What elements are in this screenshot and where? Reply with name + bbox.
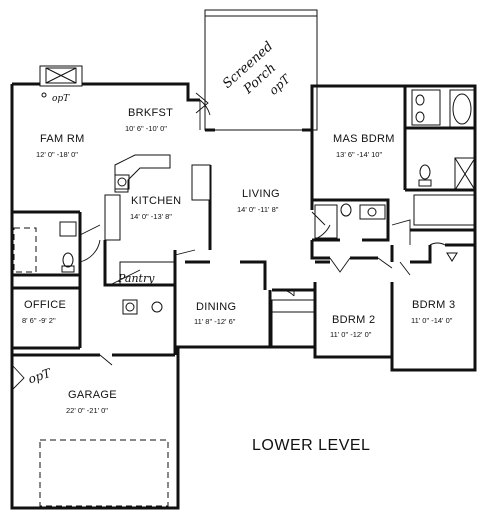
bdrm2-dims: 11' 0" -12' 0": [330, 330, 372, 339]
garage-opt-label: opT: [26, 366, 53, 387]
brkfst-name: BRKFST: [128, 107, 173, 119]
mas-bdrm-name: MAS BDRM: [333, 133, 395, 145]
living-name: LIVING: [242, 188, 280, 200]
kitchen-dims: 14' 0" -13' 8": [130, 212, 172, 221]
pantry-label: Pantry: [117, 272, 155, 285]
garage-fixtures: [39, 299, 315, 507]
level-label: LOWER LEVEL: [252, 437, 370, 454]
brkfst-dims: 10' 6" -10' 0": [125, 124, 167, 133]
kitchen-fixtures: [104, 154, 211, 315]
garage-name: GARAGE: [68, 389, 117, 401]
master-bath-fixtures: [314, 89, 476, 262]
laundry-fixtures: [13, 221, 77, 273]
office-name: OFFICE: [24, 299, 66, 311]
bdrm2-name: BDRM 2: [332, 314, 375, 326]
bdrm3-dims: 11' 0" -14' 0": [411, 316, 453, 325]
dining-dims: 11' 8" -12' 6": [194, 317, 236, 326]
fireplace-opt-label: opT: [52, 94, 70, 104]
fam-rm-dims: 12' 0" -18' 0": [36, 150, 78, 159]
office-dims: 8' 6" -9' 2": [22, 316, 56, 325]
porch-handwriting: Screened Porch opT: [220, 39, 294, 98]
bdrm3-name: BDRM 3: [412, 299, 455, 311]
kitchen-name: KITCHEN: [131, 195, 181, 207]
doors: [11, 92, 446, 391]
fam-rm-name: FAM RM: [40, 133, 85, 145]
screened-porch: [204, 9, 318, 131]
living-dims: 14' 0" -11' 8": [237, 205, 279, 214]
garage-dims: 22' 0" -21' 0": [66, 406, 108, 415]
dining-name: DINING: [196, 301, 236, 313]
mas-bdrm-dims: 13' 6" -14' 10": [336, 150, 382, 159]
fireplace: [39, 65, 83, 98]
